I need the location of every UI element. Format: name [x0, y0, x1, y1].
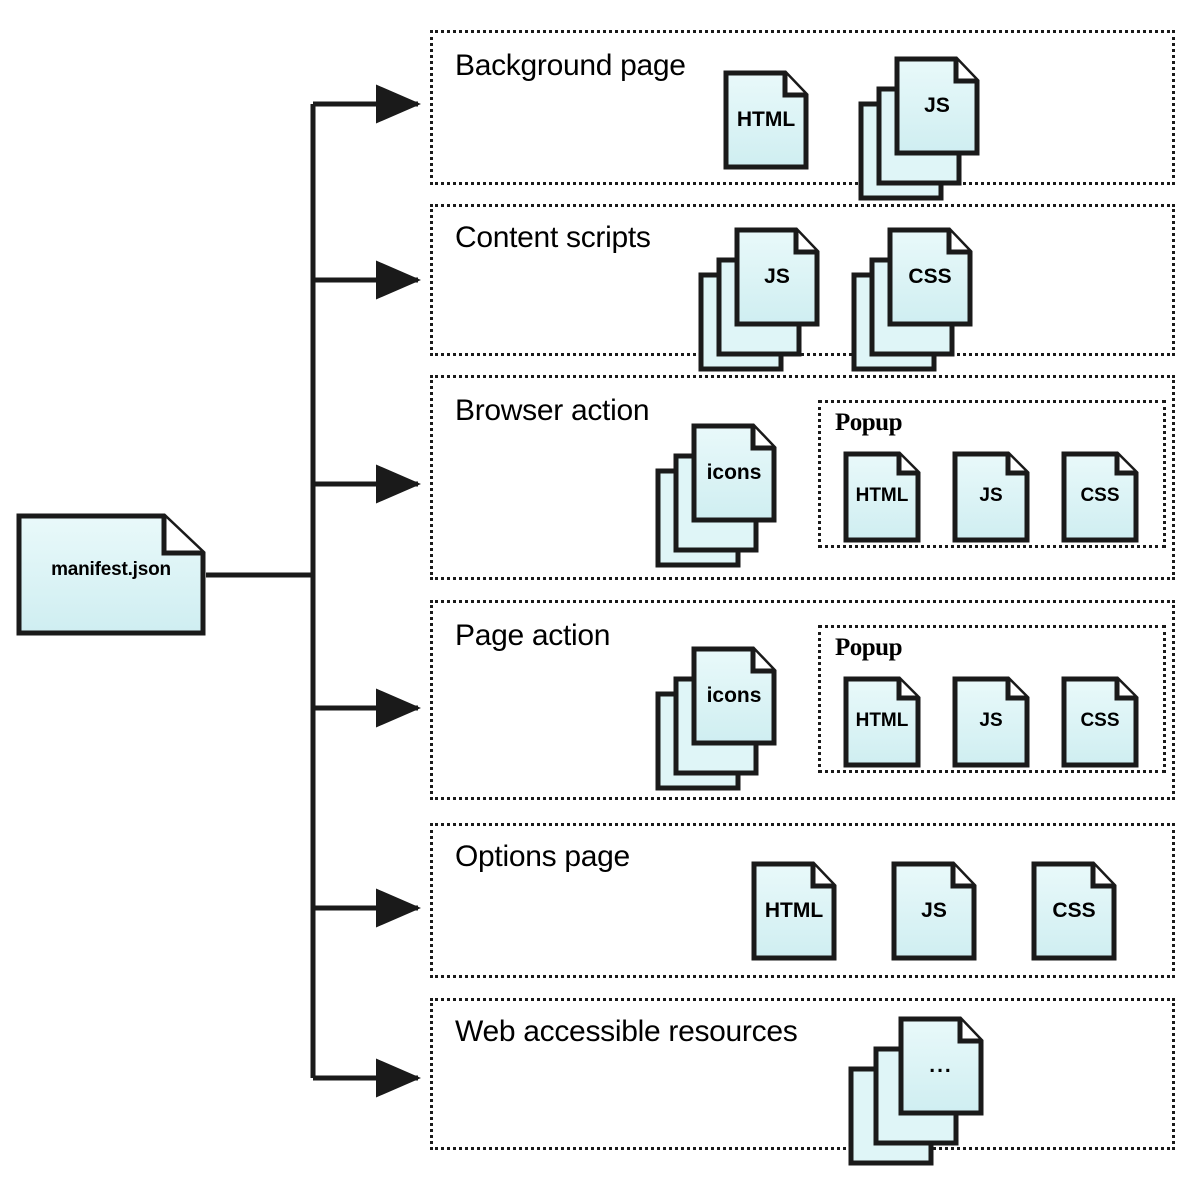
document-icon — [843, 451, 921, 543]
document-icon — [691, 423, 777, 523]
document-icon — [751, 861, 837, 961]
document-icon — [1031, 861, 1117, 961]
panel-title-page-action: Page action — [455, 619, 611, 652]
document-stack-front[interactable]: JS — [734, 227, 820, 327]
panel-title-web-accessible-resources: Web accessible resources — [455, 1015, 798, 1048]
document-stack-front[interactable]: CSS — [887, 227, 973, 327]
subpanel-popup[interactable]: Popup HTML JS — [818, 400, 1166, 548]
document-icon — [691, 646, 777, 746]
document-icon — [894, 56, 980, 156]
document-stack-front[interactable]: ... — [898, 1016, 984, 1116]
document-icon — [1061, 451, 1139, 543]
subpanel-title-popup: Popup — [835, 409, 902, 436]
document-icon — [1061, 676, 1139, 768]
document-icon — [843, 676, 921, 768]
panel-browser-action[interactable]: Browser action icons — [430, 375, 1175, 580]
file-css[interactable]: CSS — [1061, 676, 1139, 768]
panel-title-background-page: Background page — [455, 49, 686, 82]
document-stack-front[interactable]: icons — [691, 423, 777, 523]
manifest-json-node[interactable]: manifest.json — [16, 513, 206, 636]
panel-content-scripts[interactable]: Content scripts — [430, 204, 1175, 372]
document-icon — [734, 227, 820, 327]
subpanel-title-popup: Popup — [835, 634, 902, 661]
document-icon — [952, 451, 1030, 543]
file-js[interactable]: JS — [952, 676, 1030, 768]
file-html[interactable]: HTML — [843, 676, 921, 768]
panel-web-accessible-resources[interactable]: Web accessible resources ... — [430, 998, 1175, 1166]
document-icon — [898, 1016, 984, 1116]
file-css[interactable]: CSS — [1061, 451, 1139, 543]
panel-title-browser-action: Browser action — [455, 394, 650, 427]
panel-title-content-scripts: Content scripts — [455, 221, 651, 254]
document-icon — [952, 676, 1030, 768]
document-stack-front[interactable]: JS — [894, 56, 980, 156]
panel-page-action[interactable]: Page action icons — [430, 600, 1175, 800]
file-html[interactable]: HTML — [843, 451, 921, 543]
file-js[interactable]: JS — [891, 861, 977, 961]
file-html[interactable]: HTML — [723, 70, 809, 170]
document-icon — [891, 861, 977, 961]
panel-options-page[interactable]: Options page HTML JS — [430, 823, 1175, 978]
panel-title-options-page: Options page — [455, 840, 630, 873]
file-js[interactable]: JS — [952, 451, 1030, 543]
subpanel-popup[interactable]: Popup HTML JS — [818, 625, 1166, 773]
document-icon — [16, 513, 206, 636]
document-icon — [887, 227, 973, 327]
document-icon — [723, 70, 809, 170]
file-html[interactable]: HTML — [751, 861, 837, 961]
file-css[interactable]: CSS — [1031, 861, 1117, 961]
document-stack-front[interactable]: icons — [691, 646, 777, 746]
panel-background-page[interactable]: Background page HTML — [430, 30, 1175, 201]
